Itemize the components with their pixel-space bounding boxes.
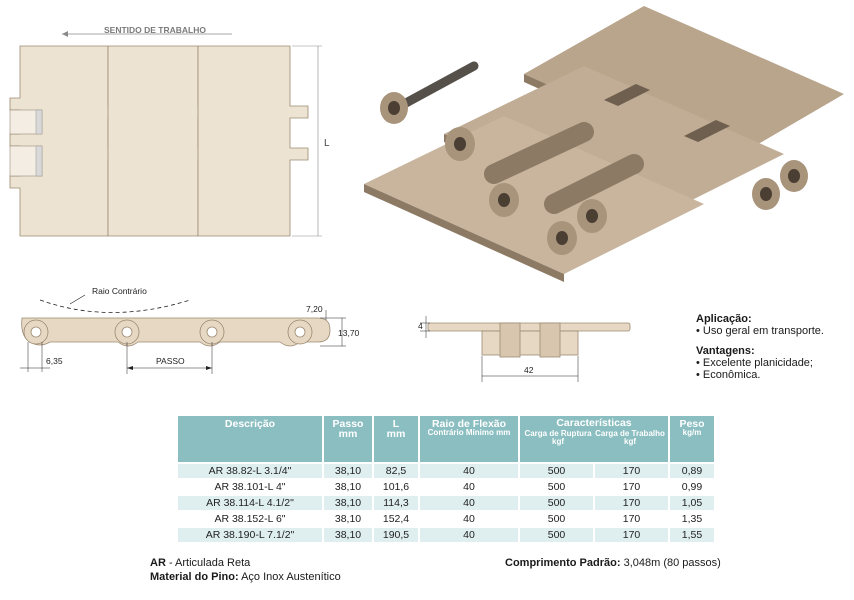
application-item: • Uso geral em transporte. [696,325,824,337]
footer-length-note: Comprimento Padrão: 3,048m (80 passos) [505,557,721,569]
cell-carga-trabalho: 170 [595,480,668,494]
cell-carga-trabalho: 170 [595,496,668,510]
dim-height-total: 13,70 [338,328,360,338]
cell-l: 114,3 [374,496,418,510]
chain-section-view-drawing: 4 42 [418,316,631,382]
chain-side-view-drawing: Raio Contrário 7,20 13,70 6,35 PASSO [20,286,360,374]
cell-carga-trabalho: 170 [595,512,668,526]
table-row: AR 38.152-L 6" 38,10 152,4 40 500 170 1,… [178,512,714,526]
cell-carga-ruptura: 500 [520,496,593,510]
cell-peso: 1,05 [670,496,714,510]
cell-passo: 38,10 [324,464,372,478]
table-row: AR 38.114-L 4.1/2" 38,10 114,3 40 500 17… [178,496,714,510]
table-row: AR 38.101-L 4" 38,10 101,6 40 500 170 0,… [178,480,714,494]
dim-thickness: 4 [418,321,423,331]
cell-carga-trabalho: 170 [595,528,668,542]
length-label: Comprimento Padrão: [505,557,621,569]
chain-product-render [364,6,844,282]
cell-descricao: AR 38.190-L 7.1/2" [178,528,322,542]
cell-descricao: AR 38.101-L 4" [178,480,322,494]
table-row: AR 38.190-L 7.1/2" 38,10 190,5 40 500 17… [178,528,714,542]
length-text: 3,048m (80 passos) [620,557,721,569]
cell-peso: 1,35 [670,512,714,526]
header-caracteristicas: Características Carga de Ruptura kgf Car… [520,416,668,462]
radius-label: Raio Contrário [92,286,147,296]
dim-hole: 6,35 [46,356,63,366]
cell-l: 82,5 [374,464,418,478]
dim-width: 42 [524,365,534,375]
ar-label: AR [150,557,166,569]
direction-label: SENTIDO DE TRABALHO [104,25,206,35]
cell-passo: 38,10 [324,528,372,542]
footer-pin-note: Material do Pino: Aço Inox Austenítico [150,571,341,583]
cell-carga-ruptura: 500 [520,464,593,478]
cell-raio: 40 [420,528,518,542]
advantages-item: • Econômica. [696,369,761,381]
advantages-title: Vantagens: [696,345,755,357]
cell-raio: 40 [420,480,518,494]
dim-L-label: L [324,138,330,149]
info-panel: Aplicação: • Uso geral em transporte. Va… [696,313,852,381]
header-carga-trabalho: Carga de Trabalho kgf [595,429,665,446]
cell-l: 152,4 [374,512,418,526]
cell-l: 101,6 [374,480,418,494]
footer-ar-note: AR - Articulada Reta [150,557,250,569]
ar-text: - Articulada Reta [165,557,251,569]
pin-label: Material do Pino: [150,571,239,583]
cell-passo: 38,10 [324,480,372,494]
cell-descricao: AR 38.82-L 3.1/4" [178,464,322,478]
chain-top-view-drawing: SENTIDO DE TRABALHO L [9,25,330,237]
advantages-item: • Excelente planicidade; [696,357,813,369]
header-descricao: Descrição [178,416,322,462]
cell-passo: 38,10 [324,512,372,526]
cell-passo: 38,10 [324,496,372,510]
cell-carga-ruptura: 500 [520,528,593,542]
cell-descricao: AR 38.152-L 6" [178,512,322,526]
cell-carga-trabalho: 170 [595,464,668,478]
pin-text: Aço Inox Austenítico [238,571,341,583]
cell-descricao: AR 38.114-L 4.1/2" [178,496,322,510]
table-row: AR 38.82-L 3.1/4" 38,10 82,5 40 500 170 … [178,464,714,478]
dim-height-top: 7,20 [306,304,323,314]
cell-peso: 0,89 [670,464,714,478]
cell-carga-ruptura: 500 [520,512,593,526]
application-title: Aplicação: [696,313,752,325]
cell-peso: 1,55 [670,528,714,542]
cell-carga-ruptura: 500 [520,480,593,494]
cell-l: 190,5 [374,528,418,542]
dim-pitch: PASSO [156,356,185,366]
cell-raio: 40 [420,512,518,526]
cell-raio: 40 [420,496,518,510]
header-carga-ruptura: Carga de Ruptura kgf [524,429,592,446]
cell-raio: 40 [420,464,518,478]
cell-peso: 0,99 [670,480,714,494]
